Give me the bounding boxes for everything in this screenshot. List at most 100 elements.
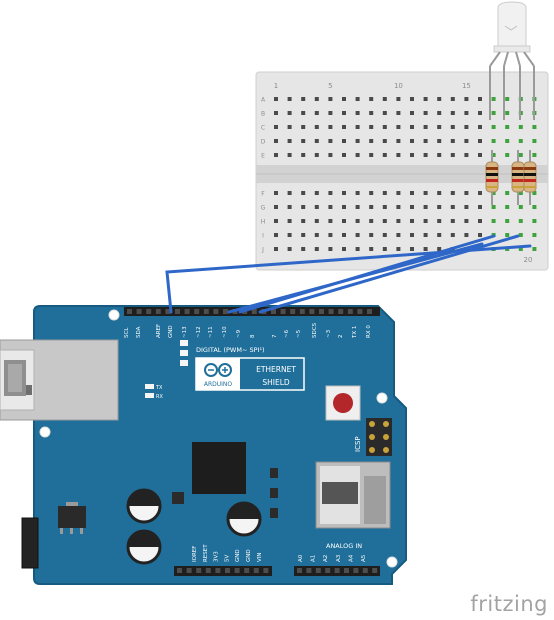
breadboard-hole <box>518 247 523 251</box>
breadboard-hole <box>464 125 469 129</box>
breadboard-hole <box>355 125 360 129</box>
breadboard-hole <box>491 153 496 157</box>
header-pin <box>353 568 359 573</box>
header-pin <box>223 309 228 314</box>
breadboard-row-letter: D <box>261 139 266 146</box>
reset-button[interactable] <box>325 385 361 421</box>
breadboard-hole <box>437 125 442 129</box>
breadboard-hole <box>274 205 278 209</box>
breadboard-hole <box>382 111 387 115</box>
breadboard-hole <box>287 125 292 129</box>
header-pin <box>205 568 211 573</box>
breadboard-hole <box>301 139 306 143</box>
breadboard-hole <box>423 125 428 129</box>
breadboard-hole <box>532 247 537 251</box>
digital-pin-label: ~10 <box>222 326 228 338</box>
rx-led-label: RX <box>156 394 163 400</box>
breadboard-hole <box>301 97 306 101</box>
breadboard-hole <box>328 153 333 157</box>
breadboard-hole <box>342 219 346 223</box>
header-pin <box>165 309 171 314</box>
breadboard-hole <box>423 233 428 237</box>
breadboard-hole <box>491 125 496 129</box>
digital-pin-label: ~6 <box>284 329 290 338</box>
breadboard-hole <box>437 139 442 143</box>
breadboard-hole <box>505 97 510 101</box>
breadboard-hole <box>423 153 428 157</box>
breadboard-hole <box>396 153 401 157</box>
header-pin <box>347 309 353 314</box>
header-pin <box>234 568 240 573</box>
header-pin <box>299 309 305 314</box>
breadboard-hole <box>437 219 442 223</box>
breadboard-column-number: 5 <box>328 82 332 90</box>
breadboard-hole <box>423 97 428 101</box>
breadboard-hole <box>410 233 414 237</box>
digital-pin-label: ~5 <box>296 329 302 338</box>
breadboard-hole <box>532 233 537 237</box>
breadboard-row-letter: F <box>261 191 265 198</box>
breadboard-hole <box>396 247 401 251</box>
capacitor <box>126 488 162 524</box>
header-pin <box>319 309 324 314</box>
breadboard-hole <box>410 247 414 251</box>
breadboard-hole <box>423 191 428 195</box>
digital-pin-label: 2 <box>338 335 344 339</box>
resistor-2 <box>511 150 525 205</box>
breadboard-hole <box>301 233 306 237</box>
header-pin <box>315 568 321 573</box>
breadboard-hole <box>274 139 278 143</box>
analog-pin-label: A0 <box>298 554 304 562</box>
capacitor <box>226 501 262 537</box>
header-pin <box>225 568 230 573</box>
breadboard-hole <box>287 247 292 251</box>
breadboard-hole <box>301 205 306 209</box>
breadboard-hole <box>505 125 510 129</box>
analog-pin-label: A1 <box>311 555 317 562</box>
header-pin <box>297 568 302 573</box>
breadboard-hole <box>355 191 360 195</box>
digital-pin-label: ~11 <box>208 326 214 338</box>
digital-pin-label: 7 <box>272 334 278 338</box>
breadboard-row-letter: C <box>261 125 265 132</box>
breadboard-hole <box>491 191 496 195</box>
breadboard-hole <box>342 153 346 157</box>
header-pin <box>263 568 269 573</box>
breadboard-hole <box>437 191 442 195</box>
breadboard-hole <box>478 191 482 195</box>
breadboard-hole <box>450 153 455 157</box>
breadboard-hole <box>396 205 401 209</box>
breadboard-hole <box>369 125 374 129</box>
capacitor <box>126 529 162 565</box>
shield-title-line1: ETHERNET <box>256 365 296 374</box>
icsp-header: ICSP <box>354 418 392 456</box>
breadboard-hole <box>369 233 374 237</box>
breadboard-hole <box>464 139 469 143</box>
breadboard-hole <box>342 233 346 237</box>
breadboard-hole <box>505 191 510 195</box>
jumper-wires <box>165 234 532 314</box>
breadboard-hole <box>437 247 442 251</box>
breadboard-column-number: 20 <box>524 256 533 264</box>
breadboard-column-number: 15 <box>462 82 471 90</box>
breadboard-hole <box>274 153 278 157</box>
breadboard-hole <box>410 153 414 157</box>
breadboard-hole <box>450 139 455 143</box>
breadboard-hole <box>478 205 482 209</box>
breadboard-hole <box>518 205 523 209</box>
breadboard-hole <box>382 153 387 157</box>
breadboard-hole <box>355 111 360 115</box>
header-pin <box>196 568 202 573</box>
breadboard-hole <box>396 97 401 101</box>
breadboard-hole <box>532 125 537 129</box>
analog-pin-label: A5 <box>361 554 367 562</box>
breadboard-hole <box>423 219 428 223</box>
power-pin-label: VIN <box>257 553 263 563</box>
header-pin <box>203 309 209 314</box>
breadboard-row-letter: E <box>261 153 265 160</box>
breadboard-hole <box>423 205 428 209</box>
